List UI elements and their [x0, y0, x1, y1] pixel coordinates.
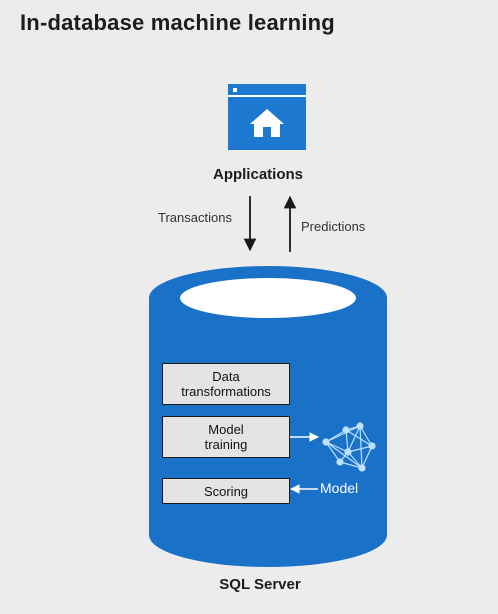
- transactions-label: Transactions: [158, 210, 232, 225]
- diagram-title: In-database machine learning: [20, 10, 335, 35]
- predictions-label: Predictions: [301, 219, 366, 234]
- data-transformations-box: Data transformations: [162, 363, 290, 405]
- scoring-box: Scoring: [162, 478, 290, 504]
- model-training-box: Model training: [162, 416, 290, 458]
- neural-network-icon: [322, 422, 376, 472]
- model-label: Model: [320, 480, 359, 496]
- app-window-home-icon: [228, 84, 306, 150]
- applications-label: Applications: [212, 166, 303, 183]
- sql-server-label: SQL Server: [219, 576, 301, 593]
